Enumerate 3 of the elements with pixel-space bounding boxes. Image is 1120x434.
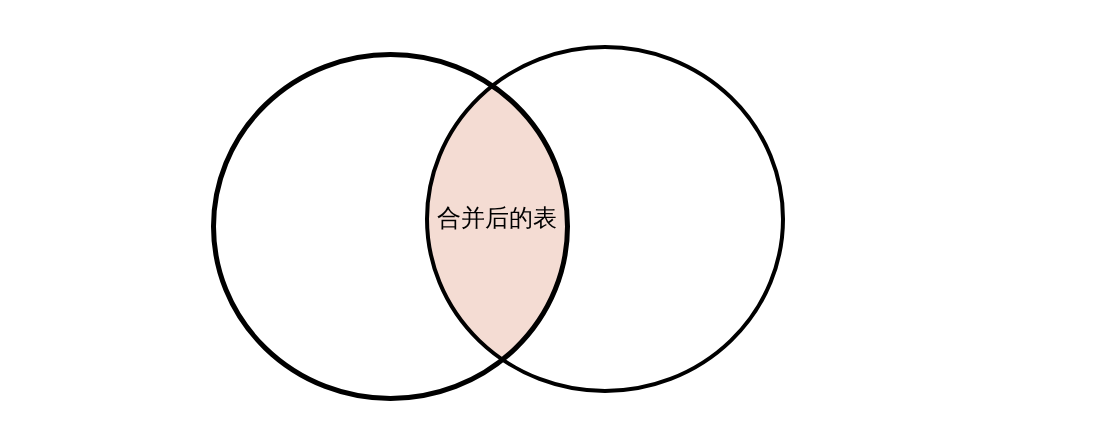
set-circle	[210, 51, 570, 401]
set-circle	[425, 45, 785, 393]
region-label: 合并后的表	[437, 205, 557, 234]
